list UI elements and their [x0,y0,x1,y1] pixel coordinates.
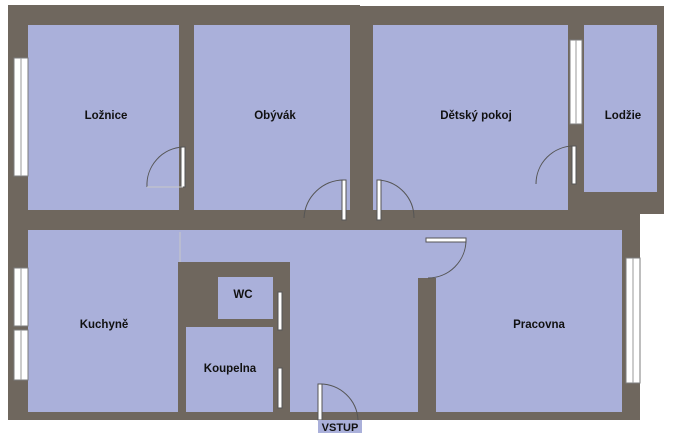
entrance-label: VSTUP [322,422,359,434]
room-label-wc: WC [233,289,252,301]
doors [146,145,577,421]
floor-loznice [28,25,179,210]
entrance-label-bg [318,420,362,433]
room-label-lodzie: Lodžie [605,110,641,122]
floor-hall-right-gap [418,230,436,278]
room-label-pracovna: Pracovna [513,319,565,331]
floor-hallway-strip [290,278,296,412]
floor-hallway-lower [290,278,418,412]
floor-kuchyne [28,230,178,412]
door-pracovna [425,237,467,243]
door-koupelna [277,367,283,409]
wall-hall-right [418,278,436,412]
room-labels: Ložnice Obývák Dětský pokoj Lodžie Kuchy… [80,110,642,434]
door-obyvak [341,179,347,221]
floor-obyvak [194,25,350,210]
door-wc [277,291,283,331]
door-entrance [317,383,323,421]
room-label-obyvak: Obývák [254,110,296,122]
room-label-loznice: Ložnice [85,110,128,122]
floor-detsky-pokoj [373,25,568,210]
interior-walls [178,230,436,412]
door-loznice [180,146,186,188]
windows [13,39,641,384]
door-detsky-pokoj [376,179,382,221]
floor-pracovna [436,230,622,412]
room-label-koupelna: Koupelna [204,363,257,375]
floor-wc [218,277,273,319]
door-lodzie [571,145,577,185]
room-label-kuchyne: Kuchyně [80,319,129,331]
floor-koupelna [186,327,273,412]
room-label-detsky-pokoj: Dětský pokoj [440,110,512,122]
floor-lodzie [584,25,657,192]
